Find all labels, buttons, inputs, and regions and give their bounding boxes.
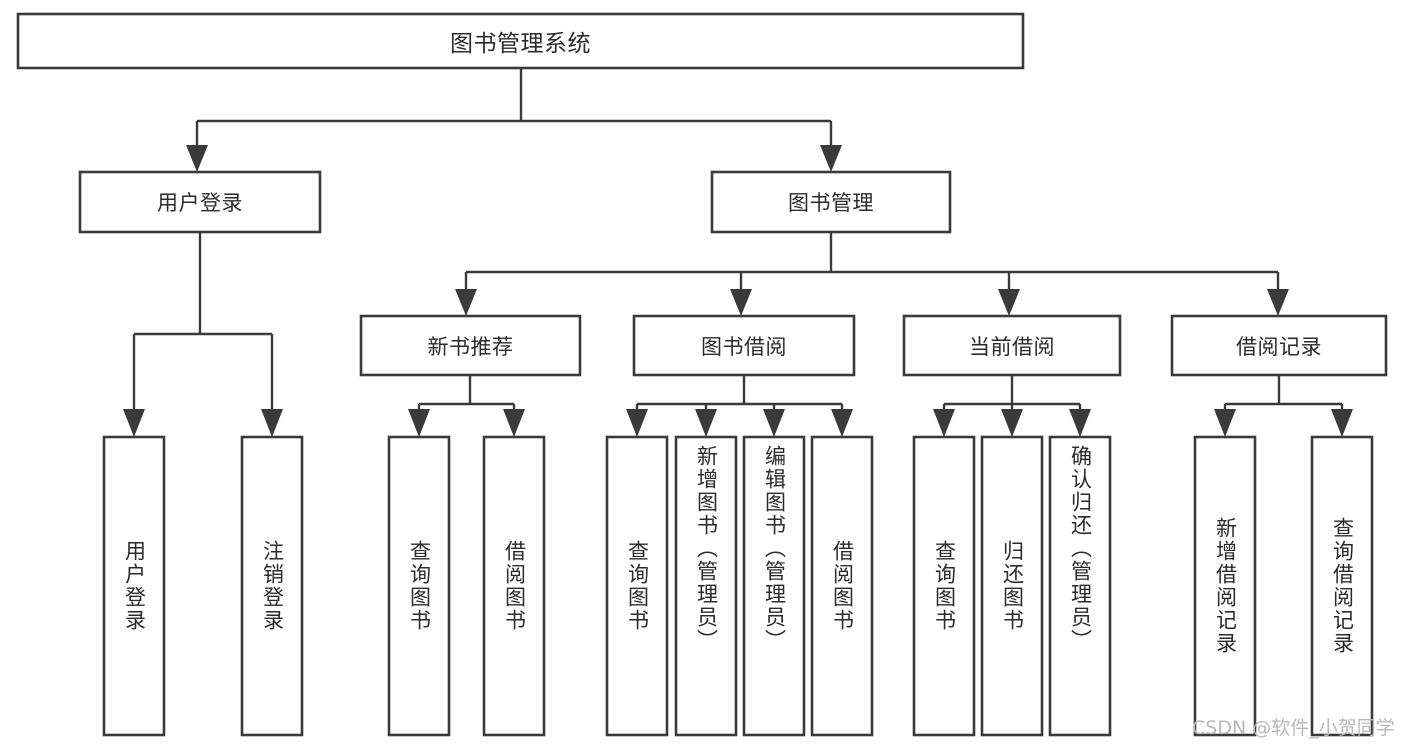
node-box-borrow-record[interactable] xyxy=(1170,314,1388,377)
node-box-root[interactable] xyxy=(16,12,1025,70)
arrow-head-icon xyxy=(1267,289,1289,316)
node-box-leaf-borrow-book-2[interactable] xyxy=(810,435,874,737)
node-box-leaf-query-book-3[interactable] xyxy=(912,435,976,737)
arrow-head-icon xyxy=(1214,409,1236,437)
arrow-head-icon xyxy=(408,409,430,437)
arrow-head-icon xyxy=(1331,409,1353,437)
node-box-leaf-user-login[interactable] xyxy=(102,435,166,737)
node-box-user-login[interactable] xyxy=(78,170,322,234)
arrow-head-icon xyxy=(831,409,853,437)
node-box-leaf-query-book-2[interactable] xyxy=(605,435,669,737)
node-box-leaf-add-record[interactable] xyxy=(1193,435,1257,737)
connector-currentborrow-to-leaves xyxy=(933,375,1091,437)
node-box-leaf-query-record[interactable] xyxy=(1310,435,1374,737)
arrow-head-icon xyxy=(503,409,525,437)
arrow-head-icon xyxy=(626,409,648,437)
arrow-head-icon xyxy=(1001,409,1023,437)
arrow-head-icon xyxy=(820,145,842,172)
arrow-head-icon xyxy=(763,409,785,437)
node-box-leaf-borrow-book-1[interactable] xyxy=(482,435,546,737)
connector-bookborrow-to-leaves xyxy=(626,375,853,437)
arrow-head-icon xyxy=(998,289,1020,316)
arrow-head-icon xyxy=(123,409,145,437)
node-box-book-borrow[interactable] xyxy=(632,314,856,377)
node-box-leaf-edit-book[interactable] xyxy=(742,435,806,737)
node-box-current-borrow[interactable] xyxy=(902,314,1122,377)
arrow-head-icon xyxy=(730,289,752,316)
arrow-head-icon xyxy=(455,289,477,316)
node-box-leaf-confirm-return[interactable] xyxy=(1048,435,1112,737)
node-box-leaf-logout[interactable] xyxy=(240,435,304,737)
connector-bookmanage-to-level3 xyxy=(455,232,1289,316)
node-box-leaf-query-book-1[interactable] xyxy=(387,435,451,737)
node-box-leaf-return-book[interactable] xyxy=(980,435,1044,737)
arrow-head-icon xyxy=(695,409,717,437)
node-box-new-book-rec[interactable] xyxy=(359,314,582,377)
node-box-leaf-add-book[interactable] xyxy=(674,435,738,737)
connector-root-to-level2 xyxy=(186,68,842,172)
arrow-head-icon xyxy=(261,409,283,437)
arrow-head-icon xyxy=(186,145,208,172)
connector-newbookrec-to-leaves xyxy=(408,375,525,437)
node-box-book-manage[interactable] xyxy=(710,170,952,234)
connector-userlogin-to-leaves xyxy=(123,232,283,437)
arrow-head-icon xyxy=(933,409,955,437)
connector-borrowrecord-to-leaves xyxy=(1214,375,1353,437)
arrow-head-icon xyxy=(1069,409,1091,437)
